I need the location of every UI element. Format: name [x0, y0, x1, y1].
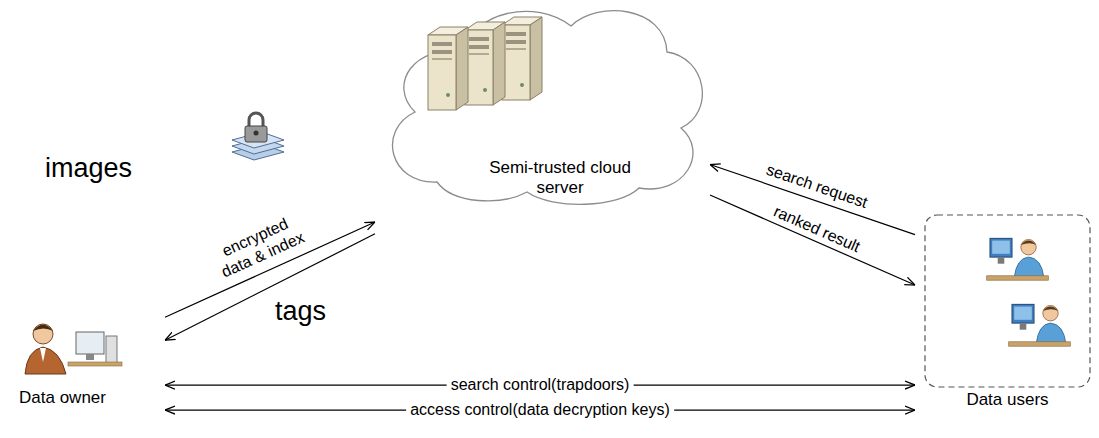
- cloud-node: Semi-trusted cloud server: [375, 0, 710, 235]
- edge-label: encrypted data & index: [206, 208, 313, 284]
- edge-label: access control(data decryption keys): [406, 400, 674, 419]
- annotation-label: tags: [275, 296, 326, 327]
- dashed-group-outline: [925, 215, 1090, 387]
- group-box: Data users: [915, 210, 1095, 415]
- owner-figure: [25, 324, 122, 374]
- annotation-label: images: [45, 153, 132, 184]
- server-stack: [428, 17, 542, 110]
- cloud-outline: [393, 11, 703, 205]
- node-label: Semi-trusted cloud server: [485, 158, 635, 197]
- flow-arrow: [710, 195, 915, 285]
- edge-label: ranked result: [771, 202, 863, 257]
- node-outline: [375, 0, 710, 235]
- node-outline: [915, 210, 1095, 415]
- encrypted-files-icon: [232, 113, 284, 160]
- node-label: Data users: [925, 390, 1090, 410]
- actor-node: Data owner: [0, 300, 165, 415]
- user-figures: [987, 238, 1071, 346]
- node-label: Data owner: [0, 388, 125, 408]
- edge-label: search control(trapdoors): [447, 375, 634, 394]
